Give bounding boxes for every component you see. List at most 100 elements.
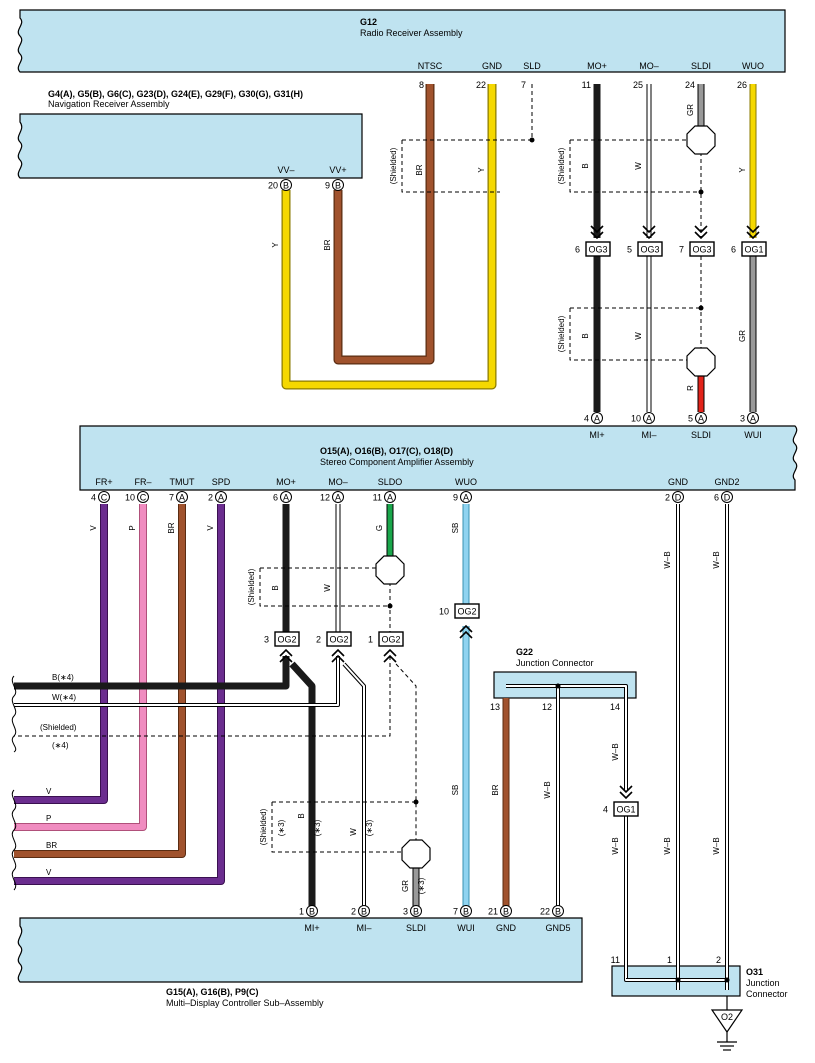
svg-text:Y: Y: [738, 167, 747, 173]
svg-text:21: 21: [488, 907, 498, 917]
svg-text:SPD: SPD: [212, 477, 231, 487]
svg-text:24: 24: [685, 80, 695, 90]
svg-text:7: 7: [453, 907, 458, 917]
wire-mi-minus-low: [342, 662, 366, 906]
og3-2: OG3 5: [627, 241, 663, 257]
shield-octagon-disp: [401, 839, 431, 869]
svg-text:(Shielded): (Shielded): [259, 808, 268, 845]
svg-text:12: 12: [542, 702, 552, 712]
svg-text:B: B: [335, 181, 341, 191]
nav-code: G4(A), G5(B), G6(C), G23(D), G24(E), G29…: [48, 89, 303, 99]
svg-text:BR: BR: [323, 239, 332, 250]
svg-text:W–B: W–B: [543, 781, 552, 798]
svg-text:(∗3): (∗3): [277, 819, 286, 836]
nav-box: [17, 113, 363, 179]
svg-text:(Shielded): (Shielded): [40, 723, 77, 732]
svg-text:(∗3): (∗3): [365, 819, 374, 836]
svg-text:6: 6: [731, 245, 736, 255]
svg-text:A: A: [283, 493, 289, 503]
svg-text:20: 20: [268, 181, 278, 191]
nav-name: Navigation Receiver Assembly: [48, 99, 170, 109]
svg-text:A: A: [594, 414, 600, 424]
svg-text:W–B: W–B: [611, 743, 620, 760]
svg-text:WUI: WUI: [457, 923, 475, 933]
svg-text:(Shielded): (Shielded): [557, 315, 566, 352]
left-cut-marks: [11, 675, 17, 891]
svg-text:WUO: WUO: [455, 477, 477, 487]
svg-text:SB: SB: [451, 785, 460, 796]
og2-4: OG2 10: [439, 603, 480, 619]
svg-text:OG3: OG3: [640, 245, 659, 255]
svg-text:GR: GR: [686, 104, 695, 116]
wire-color-labels: BR Y Y BR B W GR Y B W R GR V P BR V B W…: [89, 104, 747, 892]
svg-text:MO–: MO–: [639, 61, 659, 71]
svg-text:B(∗4): B(∗4): [52, 673, 74, 682]
svg-text:B: B: [555, 907, 561, 917]
og3-3: OG3 7: [679, 241, 715, 257]
shield-octagon-mid: [686, 347, 716, 377]
svg-text:10: 10: [631, 414, 641, 424]
svg-text:B: B: [297, 813, 306, 818]
disp-terminals: B 1 MI+ B 2 MI– B 3 SLDI B 7 WUI B 21 GN…: [299, 905, 571, 933]
svg-text:B: B: [361, 907, 367, 917]
svg-text:P: P: [46, 814, 51, 823]
og2-3: OG2 1: [368, 631, 404, 647]
svg-text:A: A: [179, 493, 185, 503]
svg-text:MI+: MI+: [304, 923, 319, 933]
svg-text:(∗3): (∗3): [313, 819, 322, 836]
o31-name-2: Connector: [746, 989, 788, 999]
svg-text:13: 13: [490, 702, 500, 712]
amp-name: Stereo Component Amplifier Assembly: [320, 457, 474, 467]
svg-text:2: 2: [665, 493, 670, 503]
svg-text:W–B: W–B: [712, 551, 721, 568]
wire-sldi-low-dash: [395, 663, 417, 840]
svg-text:B: B: [463, 907, 469, 917]
svg-text:WUO: WUO: [742, 61, 764, 71]
shield-top-right: [569, 139, 701, 193]
shield-octagon-top: [686, 125, 716, 155]
svg-text:26: 26: [737, 80, 747, 90]
svg-text:V: V: [89, 525, 98, 531]
shield-low-disp: [271, 801, 416, 853]
svg-text:(Shielded): (Shielded): [389, 147, 398, 184]
amp-code: O15(A), O16(B), O17(C), O18(D): [320, 446, 453, 456]
left-end-labels: B(∗4) W(∗4) (Shielded) (∗4) V P BR V: [40, 673, 77, 877]
svg-text:C: C: [101, 493, 108, 503]
amp-bottom-terminals: FR+ C 4 FR– C 10 TMUT A 7 SPD A 2 MO+ A …: [91, 477, 740, 503]
amp-box: [79, 425, 798, 491]
svg-text:(∗4): (∗4): [52, 741, 69, 750]
svg-text:OG2: OG2: [277, 635, 296, 645]
svg-text:W(∗4): W(∗4): [52, 693, 76, 702]
connector-chevrons: [279, 225, 760, 800]
shielded-labels: (Shielded) (Shielded) (Shielded) (Shield…: [247, 147, 566, 845]
svg-text:SLDI: SLDI: [691, 61, 711, 71]
wire-shield-left: [14, 656, 391, 737]
svg-text:1: 1: [299, 907, 304, 917]
svg-text:7: 7: [169, 493, 174, 503]
svg-text:8: 8: [419, 80, 424, 90]
svg-text:1: 1: [368, 635, 373, 645]
og1-top: OG1 6: [731, 241, 767, 257]
wire-fr-minus: [14, 504, 147, 831]
svg-text:FR+: FR+: [95, 477, 112, 487]
svg-text:3: 3: [403, 907, 408, 917]
svg-text:BR: BR: [491, 784, 500, 795]
svg-text:FR–: FR–: [134, 477, 151, 487]
svg-text:W: W: [349, 828, 358, 836]
g22-name: Junction Connector: [516, 658, 594, 668]
svg-text:22: 22: [540, 907, 550, 917]
svg-text:10: 10: [125, 493, 135, 503]
wires: [14, 84, 757, 1010]
disp-code: G15(A), G16(B), P9(C): [166, 987, 259, 997]
svg-text:MI–: MI–: [641, 430, 656, 440]
svg-text:O2: O2: [721, 1012, 733, 1022]
disp-box: [17, 917, 583, 983]
svg-text:6: 6: [575, 245, 580, 255]
og3-1: OG3 6: [575, 241, 611, 257]
svg-text:V: V: [46, 787, 52, 796]
wire-b-left: [14, 656, 290, 690]
svg-text:OG2: OG2: [381, 635, 400, 645]
svg-text:A: A: [335, 493, 341, 503]
svg-text:GND2: GND2: [714, 477, 739, 487]
